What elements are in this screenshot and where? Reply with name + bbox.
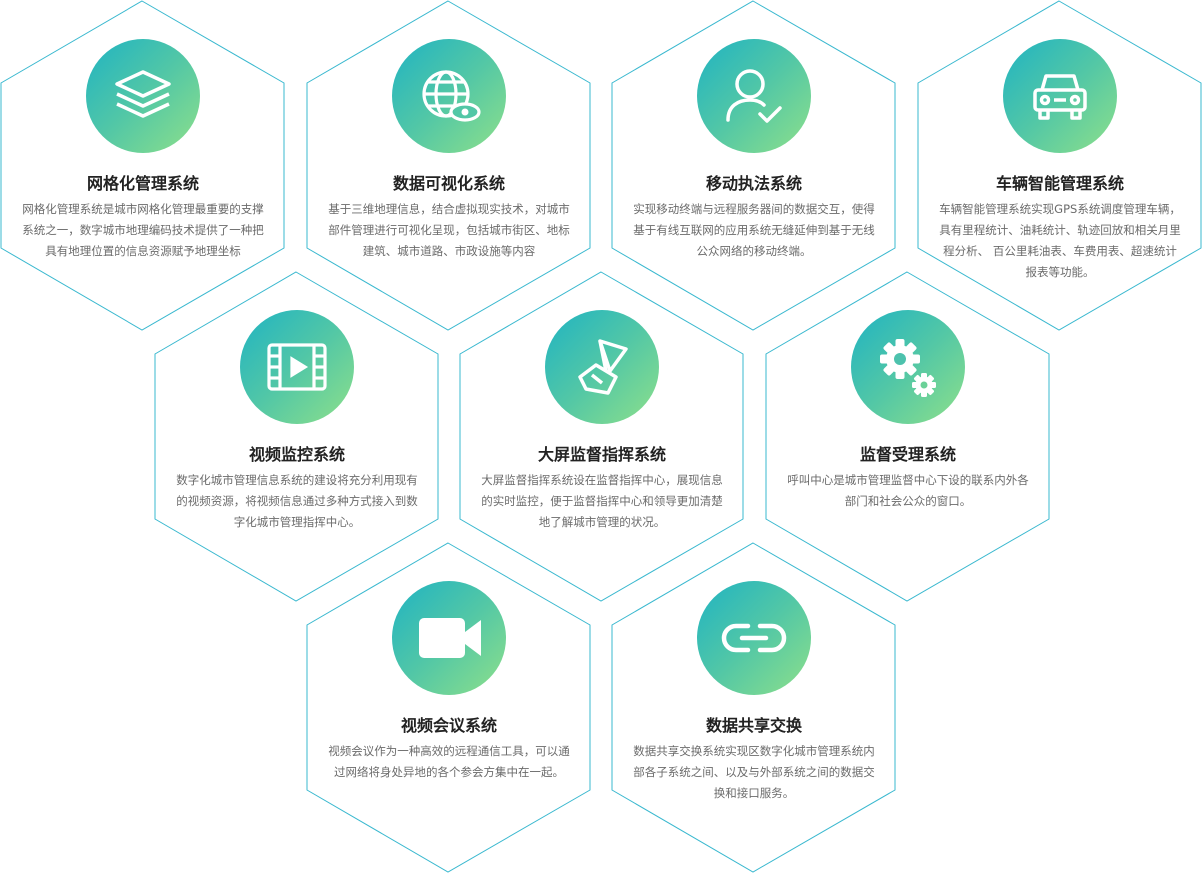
item-description: 大屏监督指挥系统设在监督指挥中心，展现信息的实时监控，便于监督指挥中心和领导更加… xyxy=(481,473,723,529)
item-title: 移动执法系统 xyxy=(705,174,802,193)
item-title: 视频监控系统 xyxy=(248,445,345,464)
item-title: 大屏监督指挥系统 xyxy=(537,445,666,464)
user-check-icon xyxy=(726,69,782,123)
item-description: 网格化管理系统是城市网格化管理最重要的支撑系统之一，数字城市地理编码技术提供了一… xyxy=(22,202,264,258)
video-camera-icon xyxy=(419,618,481,658)
hexagon-outline xyxy=(611,0,896,331)
icon-circle xyxy=(86,39,200,153)
hexagon-outline xyxy=(154,271,439,602)
layers-icon xyxy=(115,70,171,118)
icon-circle xyxy=(1003,39,1117,153)
hex-cell-data-visualization: 数据可视化系统 基于三维地理信息，结合虚拟现实技术，对城市部件管理进行可视化呈现… xyxy=(306,0,592,330)
icon-circle xyxy=(392,581,506,695)
item-description: 视频会议作为一种高效的远程通信工具，可以通过网络将身处异地的各个参会方集中在一起… xyxy=(328,744,570,779)
hex-cell-data-sharing: 数据共享交换 数据共享交换系统实现区数字化城市管理系统内部各子系统之间、以及与外… xyxy=(611,542,897,872)
item-title: 监督受理系统 xyxy=(859,445,956,464)
hex-cell-mobile-enforcement: 移动执法系统 实现移动终端与远程服务器间的数据交互，使得基于有线互联网的应用系统… xyxy=(611,0,897,330)
item-description: 车辆智能管理系统实现GPS系统调度管理车辆，具有里程统计、油耗统计、轨迹回放和相… xyxy=(939,202,1181,279)
icon-circle xyxy=(545,310,659,424)
hexagon-outline xyxy=(306,0,591,331)
item-description: 基于三维地理信息，结合虚拟现实技术，对城市部件管理进行可视化呈现，包括城市街区、… xyxy=(328,202,570,258)
icon-circle xyxy=(392,39,506,153)
hexagon-outline xyxy=(611,542,896,873)
hex-cell-supervision-acceptance: 监督受理系统 呼叫中心是城市管理监督中心下设的联系内外各部门和社会公众的窗口。 xyxy=(765,271,1051,601)
item-title: 数据共享交换 xyxy=(705,716,802,735)
item-description: 实现移动终端与远程服务器间的数据交互，使得基于有线互联网的应用系统无缝延伸到基于… xyxy=(633,202,875,258)
item-title: 网格化管理系统 xyxy=(86,174,199,193)
item-description: 呼叫中心是城市管理监督中心下设的联系内外各部门和社会公众的窗口。 xyxy=(787,473,1029,508)
hexagon-outline xyxy=(0,0,285,331)
item-title: 数据可视化系统 xyxy=(392,174,505,193)
item-title: 车辆智能管理系统 xyxy=(995,174,1124,193)
icon-circle xyxy=(697,581,811,695)
hex-cell-grid-management: 网格化管理系统 网格化管理系统是城市网格化管理最重要的支撑系统之一，数字城市地理… xyxy=(0,0,286,330)
globe-eye-icon xyxy=(422,70,481,122)
icon-circle xyxy=(240,310,354,424)
hexagon-outline xyxy=(459,271,744,602)
gears-icon xyxy=(880,339,936,397)
hand-flag-icon xyxy=(578,339,628,395)
hexagon-outline xyxy=(917,0,1202,331)
item-description: 数字化城市管理信息系统的建设将充分利用现有的视频资源，将视频信息通过多种方式接入… xyxy=(176,473,418,529)
icon-circle xyxy=(697,39,811,153)
item-title: 视频会议系统 xyxy=(400,716,497,735)
hex-cell-video-conference: 视频会议系统 视频会议作为一种高效的远程通信工具，可以通过网络将身处异地的各个参… xyxy=(306,542,592,872)
hex-cell-screen-command: 大屏监督指挥系统 大屏监督指挥系统设在监督指挥中心，展现信息的实时监控，便于监督… xyxy=(459,271,745,601)
hex-cell-vehicle-management: 车辆智能管理系统 车辆智能管理系统实现GPS系统调度管理车辆，具有里程统计、油耗… xyxy=(917,0,1202,330)
icon-circle xyxy=(851,310,965,424)
hex-cell-video-monitoring: 视频监控系统 数字化城市管理信息系统的建设将充分利用现有的视频资源，将视频信息通… xyxy=(154,271,440,601)
hexagon-outline xyxy=(306,542,591,873)
hexagon-outline xyxy=(765,271,1050,602)
car-icon xyxy=(1033,74,1087,120)
item-description: 数据共享交换系统实现区数字化城市管理系统内部各子系统之间、以及与外部系统之间的数… xyxy=(633,744,875,800)
link-icon xyxy=(721,623,787,653)
video-film-icon xyxy=(267,343,327,391)
